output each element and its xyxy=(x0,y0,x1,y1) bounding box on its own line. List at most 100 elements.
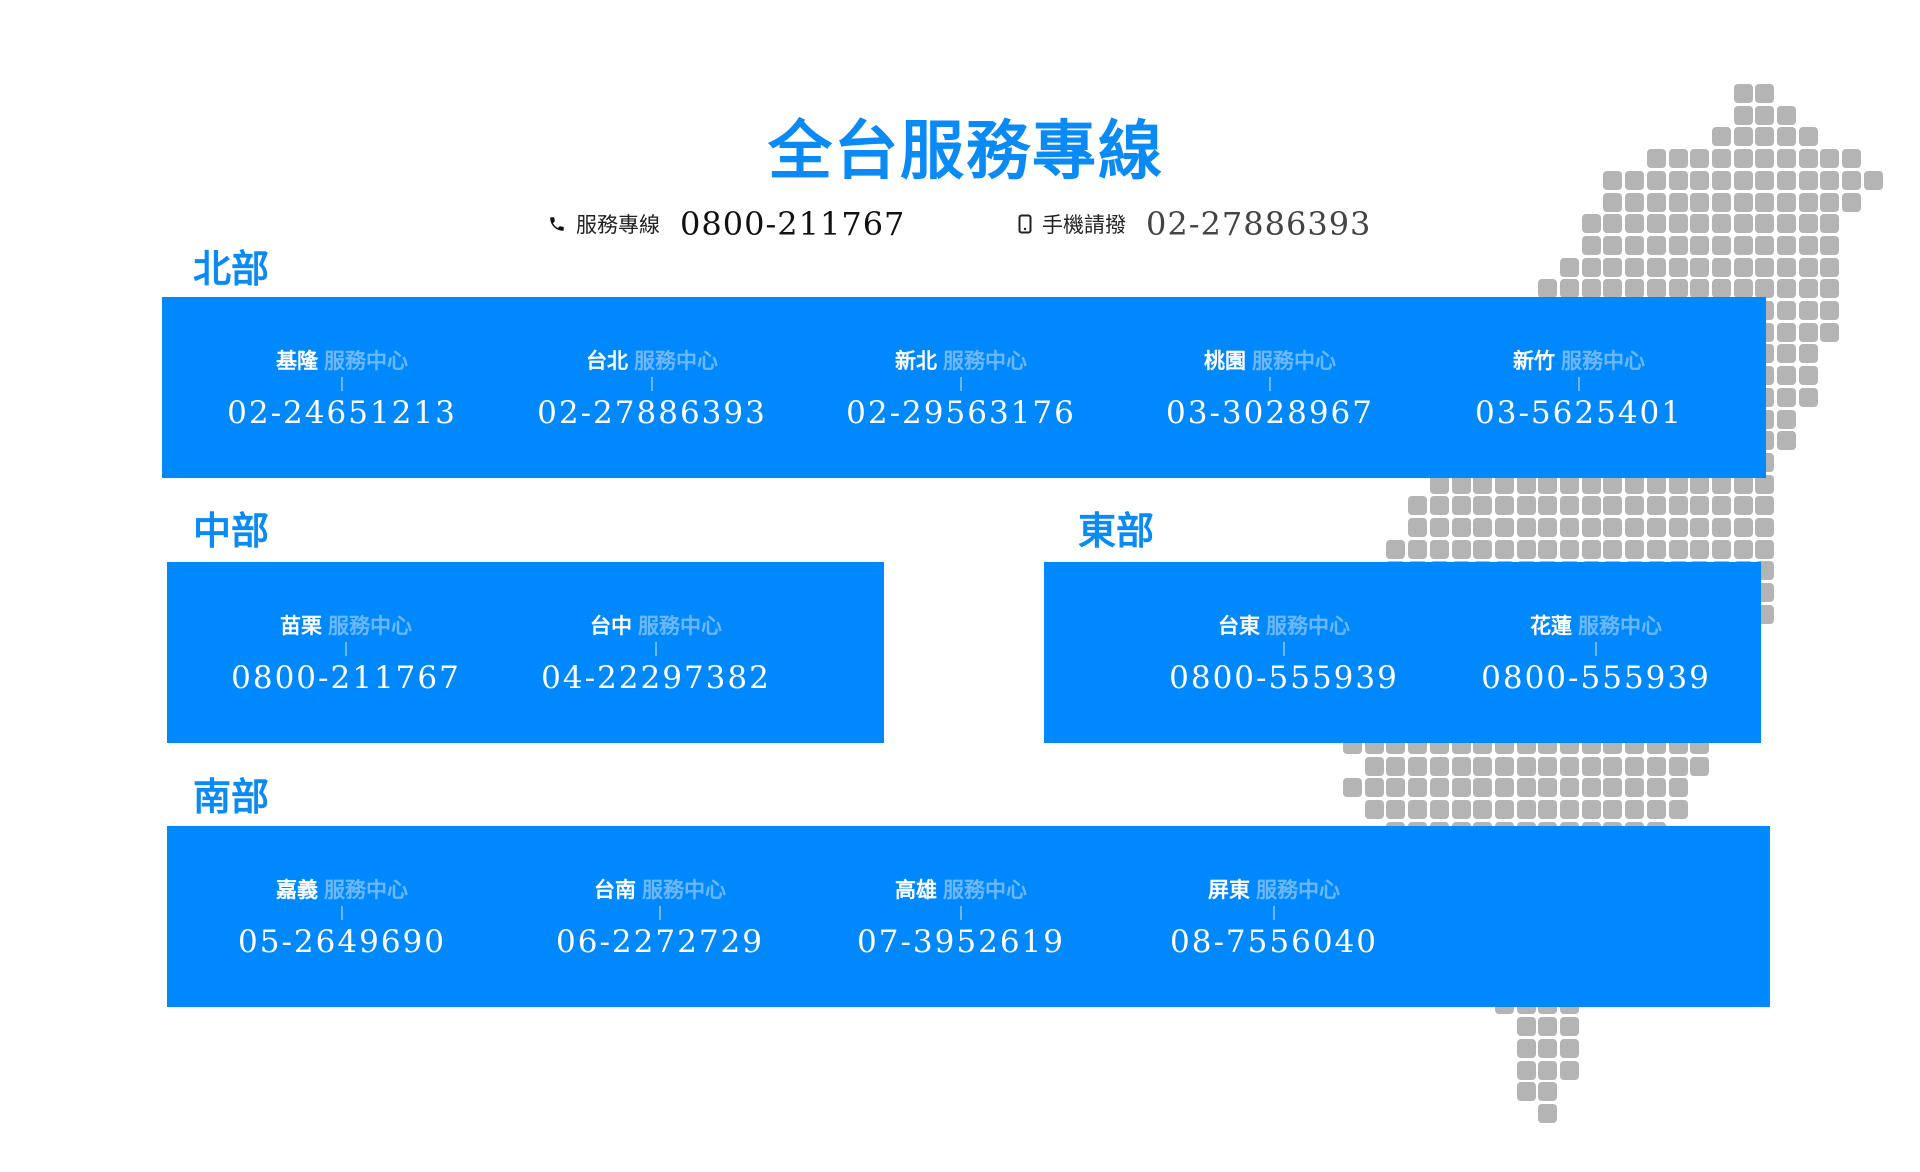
map-tile xyxy=(1494,496,1514,516)
map-tile xyxy=(1408,539,1428,559)
map-tile xyxy=(1451,518,1471,537)
map-tile xyxy=(1581,800,1601,820)
phone-number[interactable]: 02-24651213 xyxy=(227,395,457,431)
map-tile xyxy=(1603,778,1623,798)
city-name: 台南 xyxy=(594,878,636,902)
service-center-label: 新北服務中心 xyxy=(811,345,1111,375)
hotline-label: 服務專線 xyxy=(576,213,660,237)
service-center-label: 台南服務中心 xyxy=(510,874,810,904)
map-tile xyxy=(1646,756,1666,776)
map-tile xyxy=(1429,756,1449,776)
map-tile xyxy=(1516,1082,1536,1102)
service-center-label: 花蓮服務中心 xyxy=(1446,610,1746,640)
map-tile xyxy=(1755,474,1775,494)
map-tile xyxy=(1516,518,1536,537)
map-tile xyxy=(1755,214,1775,234)
map-tile xyxy=(1733,279,1753,299)
map-tile xyxy=(1429,778,1449,798)
map-tile xyxy=(1538,496,1558,516)
map-tile xyxy=(1603,279,1623,299)
map-tile xyxy=(1690,214,1710,234)
map-tile xyxy=(1820,279,1840,299)
map-tile xyxy=(1755,279,1775,299)
map-tile xyxy=(1560,518,1579,537)
map-tile xyxy=(1711,235,1731,255)
phone-number[interactable]: 0800-211767 xyxy=(231,660,461,696)
phone-number[interactable]: 03-3028967 xyxy=(1166,395,1374,431)
map-tile xyxy=(1798,149,1818,169)
map-tile xyxy=(1798,257,1818,277)
phone-number[interactable]: 0800-555939 xyxy=(1169,660,1399,696)
map-tile xyxy=(1798,301,1818,320)
divider xyxy=(341,377,343,391)
map-tile xyxy=(1581,474,1601,494)
map-tile xyxy=(1733,105,1753,125)
map-tile xyxy=(1842,192,1862,212)
map-tile xyxy=(1451,496,1471,516)
map-tile xyxy=(1516,474,1536,494)
map-tile xyxy=(1668,518,1688,537)
map-tile xyxy=(1494,800,1514,820)
map-tile xyxy=(1820,301,1840,320)
map-tile xyxy=(1364,800,1384,820)
map-tile xyxy=(1646,800,1666,820)
map-tile xyxy=(1429,539,1449,559)
map-tile xyxy=(1777,431,1796,451)
map-tile xyxy=(1581,496,1601,516)
map-tile xyxy=(1538,1082,1558,1102)
phone-number[interactable]: 07-3952619 xyxy=(857,924,1065,960)
map-tile xyxy=(1538,1017,1558,1037)
map-tile xyxy=(1429,496,1449,516)
map-tile xyxy=(1842,149,1862,169)
phone-number[interactable]: 02-27886393 xyxy=(537,395,767,431)
mobile-hotline: 手機請撥 02-27886393 xyxy=(1018,204,1371,244)
map-tile xyxy=(1733,170,1753,190)
map-tile xyxy=(1820,257,1840,277)
map-tile xyxy=(1451,474,1471,494)
map-tile xyxy=(1516,778,1536,798)
map-tile xyxy=(1646,192,1666,212)
phone-number[interactable]: 03-5625401 xyxy=(1475,395,1683,431)
map-tile xyxy=(1777,257,1796,277)
map-tile xyxy=(1820,322,1840,342)
service-center-label: 苗栗服務中心 xyxy=(196,610,496,640)
phone-number[interactable]: 02-29563176 xyxy=(846,395,1076,431)
map-tile xyxy=(1538,1060,1558,1080)
map-tile xyxy=(1646,257,1666,277)
map-tile xyxy=(1408,518,1428,537)
divider xyxy=(1269,377,1271,391)
map-tile xyxy=(1777,301,1796,320)
phone-number[interactable]: 05-2649690 xyxy=(238,924,446,960)
service-center-label: 台東服務中心 xyxy=(1134,610,1434,640)
region-box-east: 台東服務中心 0800-555939 花蓮服務中心 0800-555939 xyxy=(1044,562,1761,743)
map-tile xyxy=(1777,322,1796,342)
map-tile xyxy=(1668,800,1688,820)
phone-number[interactable]: 04-22297382 xyxy=(541,660,771,696)
map-tile xyxy=(1494,474,1514,494)
phone-number[interactable]: 08-7556040 xyxy=(1170,924,1378,960)
map-tile xyxy=(1777,149,1796,169)
map-tile xyxy=(1603,192,1623,212)
map-tile xyxy=(1625,539,1645,559)
map-tile xyxy=(1560,756,1579,776)
phone-number[interactable]: 06-2272729 xyxy=(556,924,764,960)
map-tile xyxy=(1560,800,1579,820)
map-tile xyxy=(1473,518,1493,537)
map-tile xyxy=(1777,192,1796,212)
hotline-number[interactable]: 0800-211767 xyxy=(680,205,906,243)
map-tile xyxy=(1777,105,1796,125)
mobile-number[interactable]: 02-27886393 xyxy=(1146,205,1372,243)
map-tile xyxy=(1625,192,1645,212)
map-tile xyxy=(1711,518,1731,537)
map-tile xyxy=(1473,474,1493,494)
map-tile xyxy=(1668,778,1688,798)
map-tile xyxy=(1473,756,1493,776)
map-tile xyxy=(1625,170,1645,190)
map-tile xyxy=(1777,279,1796,299)
map-tile xyxy=(1798,344,1818,364)
map-tile xyxy=(1408,800,1428,820)
phone-number[interactable]: 0800-555939 xyxy=(1481,660,1711,696)
map-tile xyxy=(1516,496,1536,516)
divider xyxy=(1578,377,1580,391)
